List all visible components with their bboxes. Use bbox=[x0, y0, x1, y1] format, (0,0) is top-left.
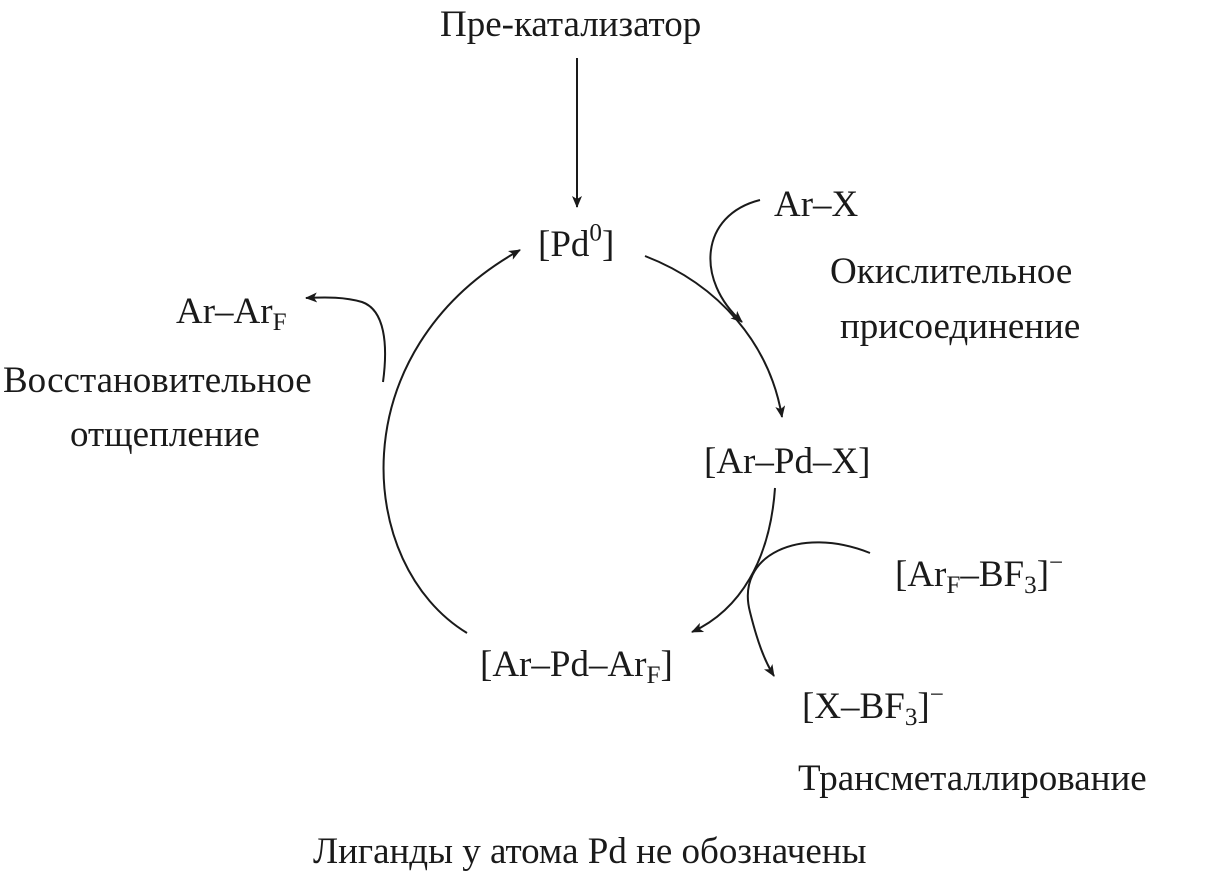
arx-entry-arrow bbox=[709, 199, 761, 323]
x-bf3-pre: [X–BF bbox=[802, 686, 905, 727]
reductive-elimination-line1: Восстановительное bbox=[3, 360, 312, 401]
transmetallation-arrow bbox=[691, 487, 776, 633]
ar-arf-exit-arrow bbox=[305, 292, 387, 383]
ar-pd-arf-label: [Ar–Pd–ArF] bbox=[480, 644, 673, 688]
ar-pd-arf-sub: F bbox=[646, 662, 661, 690]
ar-arf-pre: Ar–Ar bbox=[176, 291, 273, 332]
arf-bf3-post: ] bbox=[1036, 554, 1050, 595]
arf-bf3-sub-f: F bbox=[946, 572, 961, 600]
x-bf3-charge: − bbox=[929, 681, 944, 709]
reductive-elimination-line2: отщепление bbox=[70, 414, 260, 455]
transmetallation-side-arrow bbox=[747, 541, 871, 677]
pd0-main: [Pd bbox=[538, 224, 590, 265]
ar-pd-arf-post: ] bbox=[660, 644, 673, 685]
arf-bf3-pre: [Ar bbox=[895, 554, 947, 595]
precatalyst-label: Пре-катализатор bbox=[440, 4, 702, 45]
ar-arf-sub: F bbox=[272, 309, 287, 337]
footnote: Лиганды у атома Pd не обозначены bbox=[313, 831, 867, 872]
arf-bf3-label: [ArF–BF3]− bbox=[895, 550, 1063, 598]
x-bf3-post: ] bbox=[917, 686, 930, 727]
arf-bf3-mid: –BF bbox=[960, 554, 1025, 595]
oxidative-addition-line1: Окислительное bbox=[830, 251, 1073, 292]
x-bf3-label: [X–BF3]− bbox=[802, 682, 944, 730]
ar-arf-label: Ar–ArF bbox=[176, 291, 287, 335]
ar-pd-x-label: [Ar–Pd–X] bbox=[704, 441, 871, 482]
transmetallation-label: Трансметаллирование bbox=[798, 758, 1147, 799]
arf-bf3-sub-3: 3 bbox=[1024, 572, 1037, 600]
oxidative-addition-line2: присоединение bbox=[840, 306, 1081, 347]
pd0-label: [Pd0] bbox=[538, 220, 615, 265]
arf-bf3-charge: − bbox=[1049, 549, 1064, 577]
x-bf3-sub-3: 3 bbox=[904, 704, 918, 732]
ar-pd-arf-pre: [Ar–Pd–Ar bbox=[480, 644, 647, 685]
reductive-elimination-arrow bbox=[382, 249, 521, 634]
pd0-tail: ] bbox=[601, 224, 615, 265]
pd0-oxidation-state: 0 bbox=[589, 219, 602, 247]
arx-label: Ar–X bbox=[774, 184, 859, 225]
